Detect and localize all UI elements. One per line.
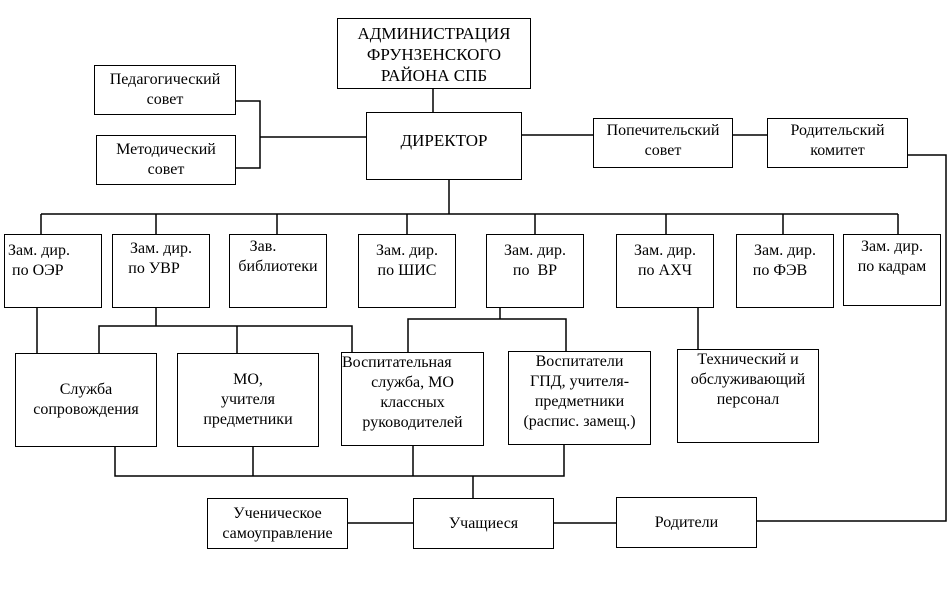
node-dep-ahch: Зам. дир. по АХЧ [616,234,714,308]
node-administration: АДМИНИСТРАЦИЯ ФРУНЗЕНСКОГО РАЙОНА СПБ [337,18,531,89]
node-text: по ШИС [377,262,437,279]
node-text: служба, МО [371,374,454,391]
node-parent-committee: Родительский комитет [767,118,908,168]
node-text: Зав. [249,238,277,255]
node-text: Зам. дир. [376,242,438,259]
node-text: ДИРЕКТОР [400,131,488,150]
node-text: Зам. дир. [130,240,192,257]
node-dep-uvr: Зам. дир. по УВР [112,234,210,308]
node-text: РАЙОНА СПБ [380,66,488,85]
node-parents: Родители [616,497,757,548]
node-text: Технический и [697,351,799,368]
node-text: АДМИНИСТРАЦИЯ [357,24,511,43]
node-text: совет [644,142,682,159]
node-tech-staff: Технический и обслуживающий персонал [677,349,819,443]
node-library: Зав. библиотеки [229,234,327,308]
node-text: по ОЭР [12,262,64,279]
edge-councils-director [235,100,261,169]
node-text: предметники [203,411,293,428]
node-text: по кадрам [857,258,927,275]
node-text: ФРУНЗЕНСКОГО [366,45,502,64]
node-text: персонал [716,391,780,408]
node-text: сопровождения [33,401,139,418]
node-support-service: Служба сопровождения [15,353,157,447]
node-dep-shis: Зам. дир. по ШИС [358,234,456,308]
node-trustee-council: Попечительский совет [593,118,733,168]
node-text: по УВР [128,260,180,277]
node-text: Методический [116,141,216,158]
node-dep-fev: Зам. дир. по ФЭВ [736,234,834,308]
node-text: самоуправление [222,524,333,542]
node-student-gov: Ученическое самоуправление [207,498,348,549]
node-text: Воспитательная [342,354,452,371]
edge-vr-bus [407,318,567,352]
node-text: предметники [534,393,625,410]
node-dep-hr: Зам. дир. по кадрам [843,234,941,306]
node-edu-service: Воспитательная служба, МО классных руков… [341,352,484,446]
edge-uvr-bus [98,325,353,353]
node-dep-oer: Зам. дир. по ОЭР [4,234,102,308]
node-text: Зам. дир. [634,242,696,259]
node-text: Ученическое [233,504,322,522]
node-text: (распис. замещ.) [523,413,636,430]
node-mo-teachers: МО, учителя предметники [177,353,319,447]
node-students: Учащиеся [413,498,554,549]
node-text: Родители [654,513,719,531]
node-text: по ФЭВ [752,262,808,279]
node-director: ДИРЕКТОР [366,112,522,180]
node-dep-vr: Зам. дир. по ВР [486,234,584,308]
node-text: МО, [233,371,263,388]
node-text: Родительский [790,122,885,139]
edge-parentcommittee-parents [756,154,947,522]
node-text: Зам. дир. [754,242,816,259]
students-bus [114,444,565,477]
node-text: обслуживающий [690,371,806,388]
node-text: совет [146,91,184,108]
node-text: Зам. дир. [504,242,566,259]
node-text: Служба [59,381,113,398]
node-text: Зам. дир. [8,242,70,259]
node-ped-council: Педагогический совет [94,65,236,115]
node-text: совет [147,161,185,178]
node-text: учителя [220,391,276,408]
node-text: Попечительский [606,122,720,139]
node-text: руководителей [362,414,463,431]
node-method-council: Методический совет [96,135,236,185]
node-text: по АХЧ [637,262,693,279]
node-text: Зам. дир. [861,238,923,255]
node-text: Учащиеся [448,514,519,532]
node-text: Педагогический [109,71,221,88]
node-text: ГПД, учителя- [529,373,630,390]
node-text: классных [380,394,445,411]
node-text: комитет [810,142,865,159]
node-text: Воспитатели [535,353,624,370]
node-text: по ВР [512,262,558,279]
node-gpd-teachers: Воспитатели ГПД, учителя- предметники (р… [508,351,651,445]
node-text: библиотеки [238,258,318,275]
